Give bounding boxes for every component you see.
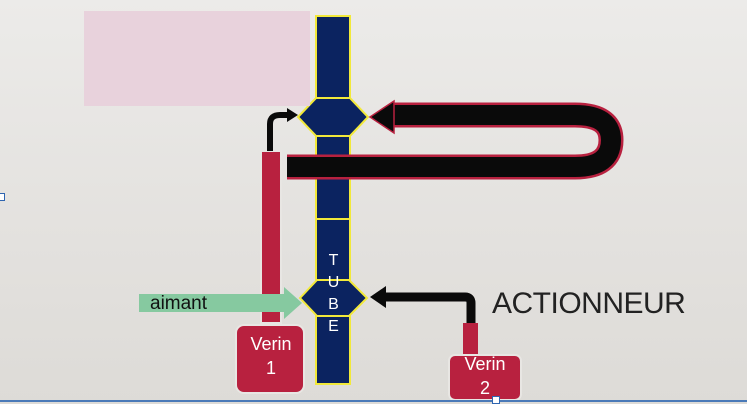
verin1-hook-arrow — [267, 112, 288, 151]
tube-letter: U — [327, 274, 341, 291]
lower-valve — [298, 279, 369, 317]
tube-letter: B — [328, 296, 340, 313]
actionneur-arrow — [384, 292, 476, 324]
actionneur-arrowhead — [370, 286, 386, 308]
verin2-rod — [463, 323, 478, 357]
aimant-label: aimant — [150, 293, 208, 314]
upper-valve — [296, 97, 370, 137]
verin2-label-line1: Verin — [464, 354, 506, 374]
actionneur-label: ACTIONNEUR — [492, 287, 686, 320]
tube-body — [315, 15, 351, 385]
verin1-label-line1: Verin — [250, 334, 292, 354]
tube-label: T U B E — [320, 250, 348, 338]
slide-bottom-border — [0, 400, 747, 402]
aimant-arrow-head — [284, 287, 302, 319]
verin1-label: Verin 1 — [238, 332, 304, 380]
return-arrow-head — [368, 99, 395, 135]
resize-handle-bottom[interactable] — [492, 396, 500, 404]
tube-letter: E — [328, 318, 340, 335]
return-arrow — [287, 105, 622, 177]
verin1-hook-arrowhead — [287, 108, 298, 122]
verin1-label-line2: 1 — [265, 358, 276, 378]
tube-letter: T — [328, 252, 340, 269]
aimant-arrow-shaft — [139, 294, 284, 312]
pink-placeholder-box — [84, 11, 310, 106]
verin2-label-line2: 2 — [479, 378, 490, 398]
resize-handle-left[interactable] — [0, 193, 5, 201]
verin2-label: Verin 2 — [451, 352, 519, 400]
verin1-body — [235, 324, 305, 394]
